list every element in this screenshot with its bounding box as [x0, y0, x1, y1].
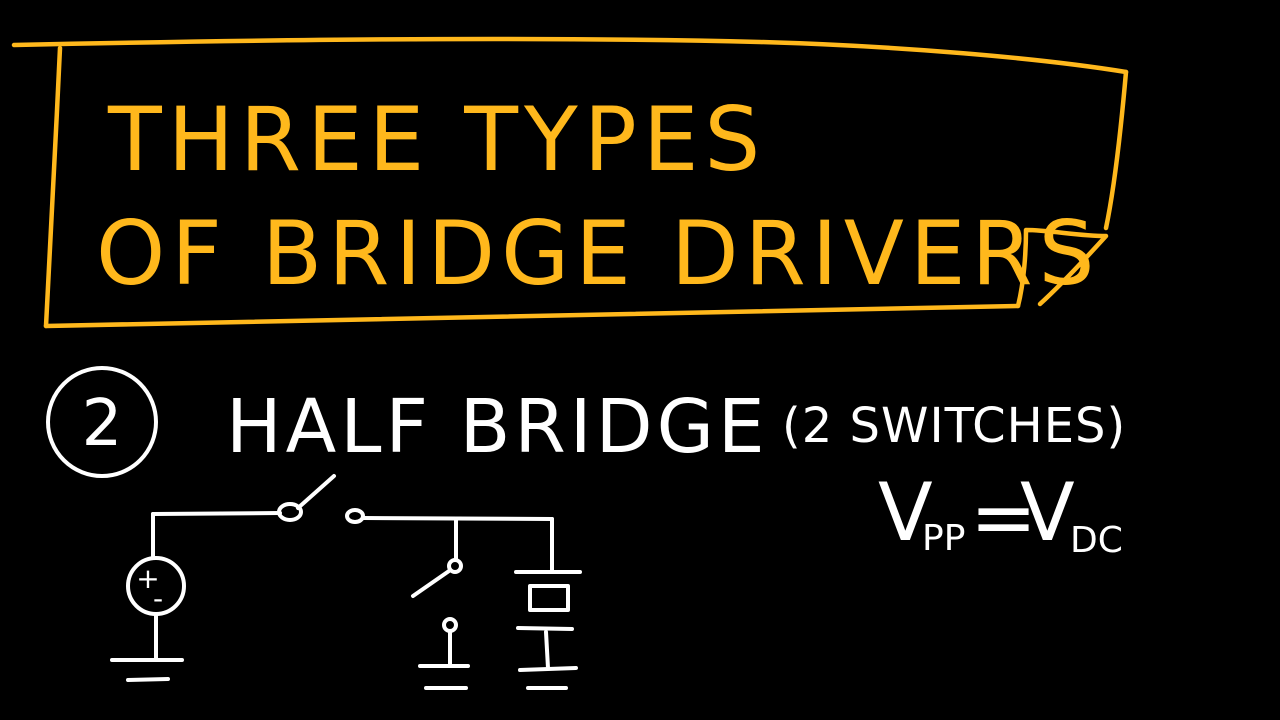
low-side-switch-icon [411, 558, 463, 668]
load-element-icon [514, 517, 582, 670]
vpp-formula: V PP = V DC [878, 466, 1123, 564]
section-number: 2 [82, 387, 123, 461]
top-wire-left [151, 511, 282, 516]
title-frame [11, 36, 1129, 329]
source-minus: - [153, 582, 163, 615]
formula-v1: V [878, 466, 933, 559]
section-note: (2 SWITCHES) [782, 398, 1126, 454]
title-line-2: OF BRIDGE DRIVERS [96, 202, 1101, 305]
title-frame-left [43, 45, 63, 329]
title-frame-top [11, 36, 1129, 75]
load-bottom-wire [544, 630, 550, 670]
high-side-switch-icon [277, 474, 365, 524]
section-number-badge: 2 [46, 366, 158, 478]
formula-sub2: DC [1070, 520, 1123, 561]
switch2-blade [411, 569, 451, 598]
section-heading: HALF BRIDGE [226, 384, 769, 470]
half-bridge-circuit: + - [110, 474, 582, 690]
title-frame-right [1103, 69, 1129, 231]
formula-sub1: PP [922, 518, 965, 559]
switch1-contact-b [345, 508, 365, 524]
dc-source-icon: + - [126, 512, 186, 662]
switch1-contact-a [277, 502, 303, 522]
formula-v2: V [1020, 466, 1075, 559]
ground-symbol-middle-icon [418, 664, 470, 690]
switch2-contact-a [447, 558, 463, 574]
title-frame-curl [1015, 227, 1109, 309]
switch1-blade [296, 474, 336, 510]
ground-symbol-right-icon [518, 666, 578, 690]
source-plus: + [136, 562, 159, 595]
title-frame-bottom [43, 303, 1021, 329]
load-bottom-plate [516, 626, 574, 631]
number-circle [46, 366, 158, 478]
title-line-1: THREE TYPES [107, 88, 766, 191]
ground-symbol-left-icon [110, 658, 184, 682]
formula-equals: = [970, 471, 1037, 564]
load-body [528, 584, 570, 612]
